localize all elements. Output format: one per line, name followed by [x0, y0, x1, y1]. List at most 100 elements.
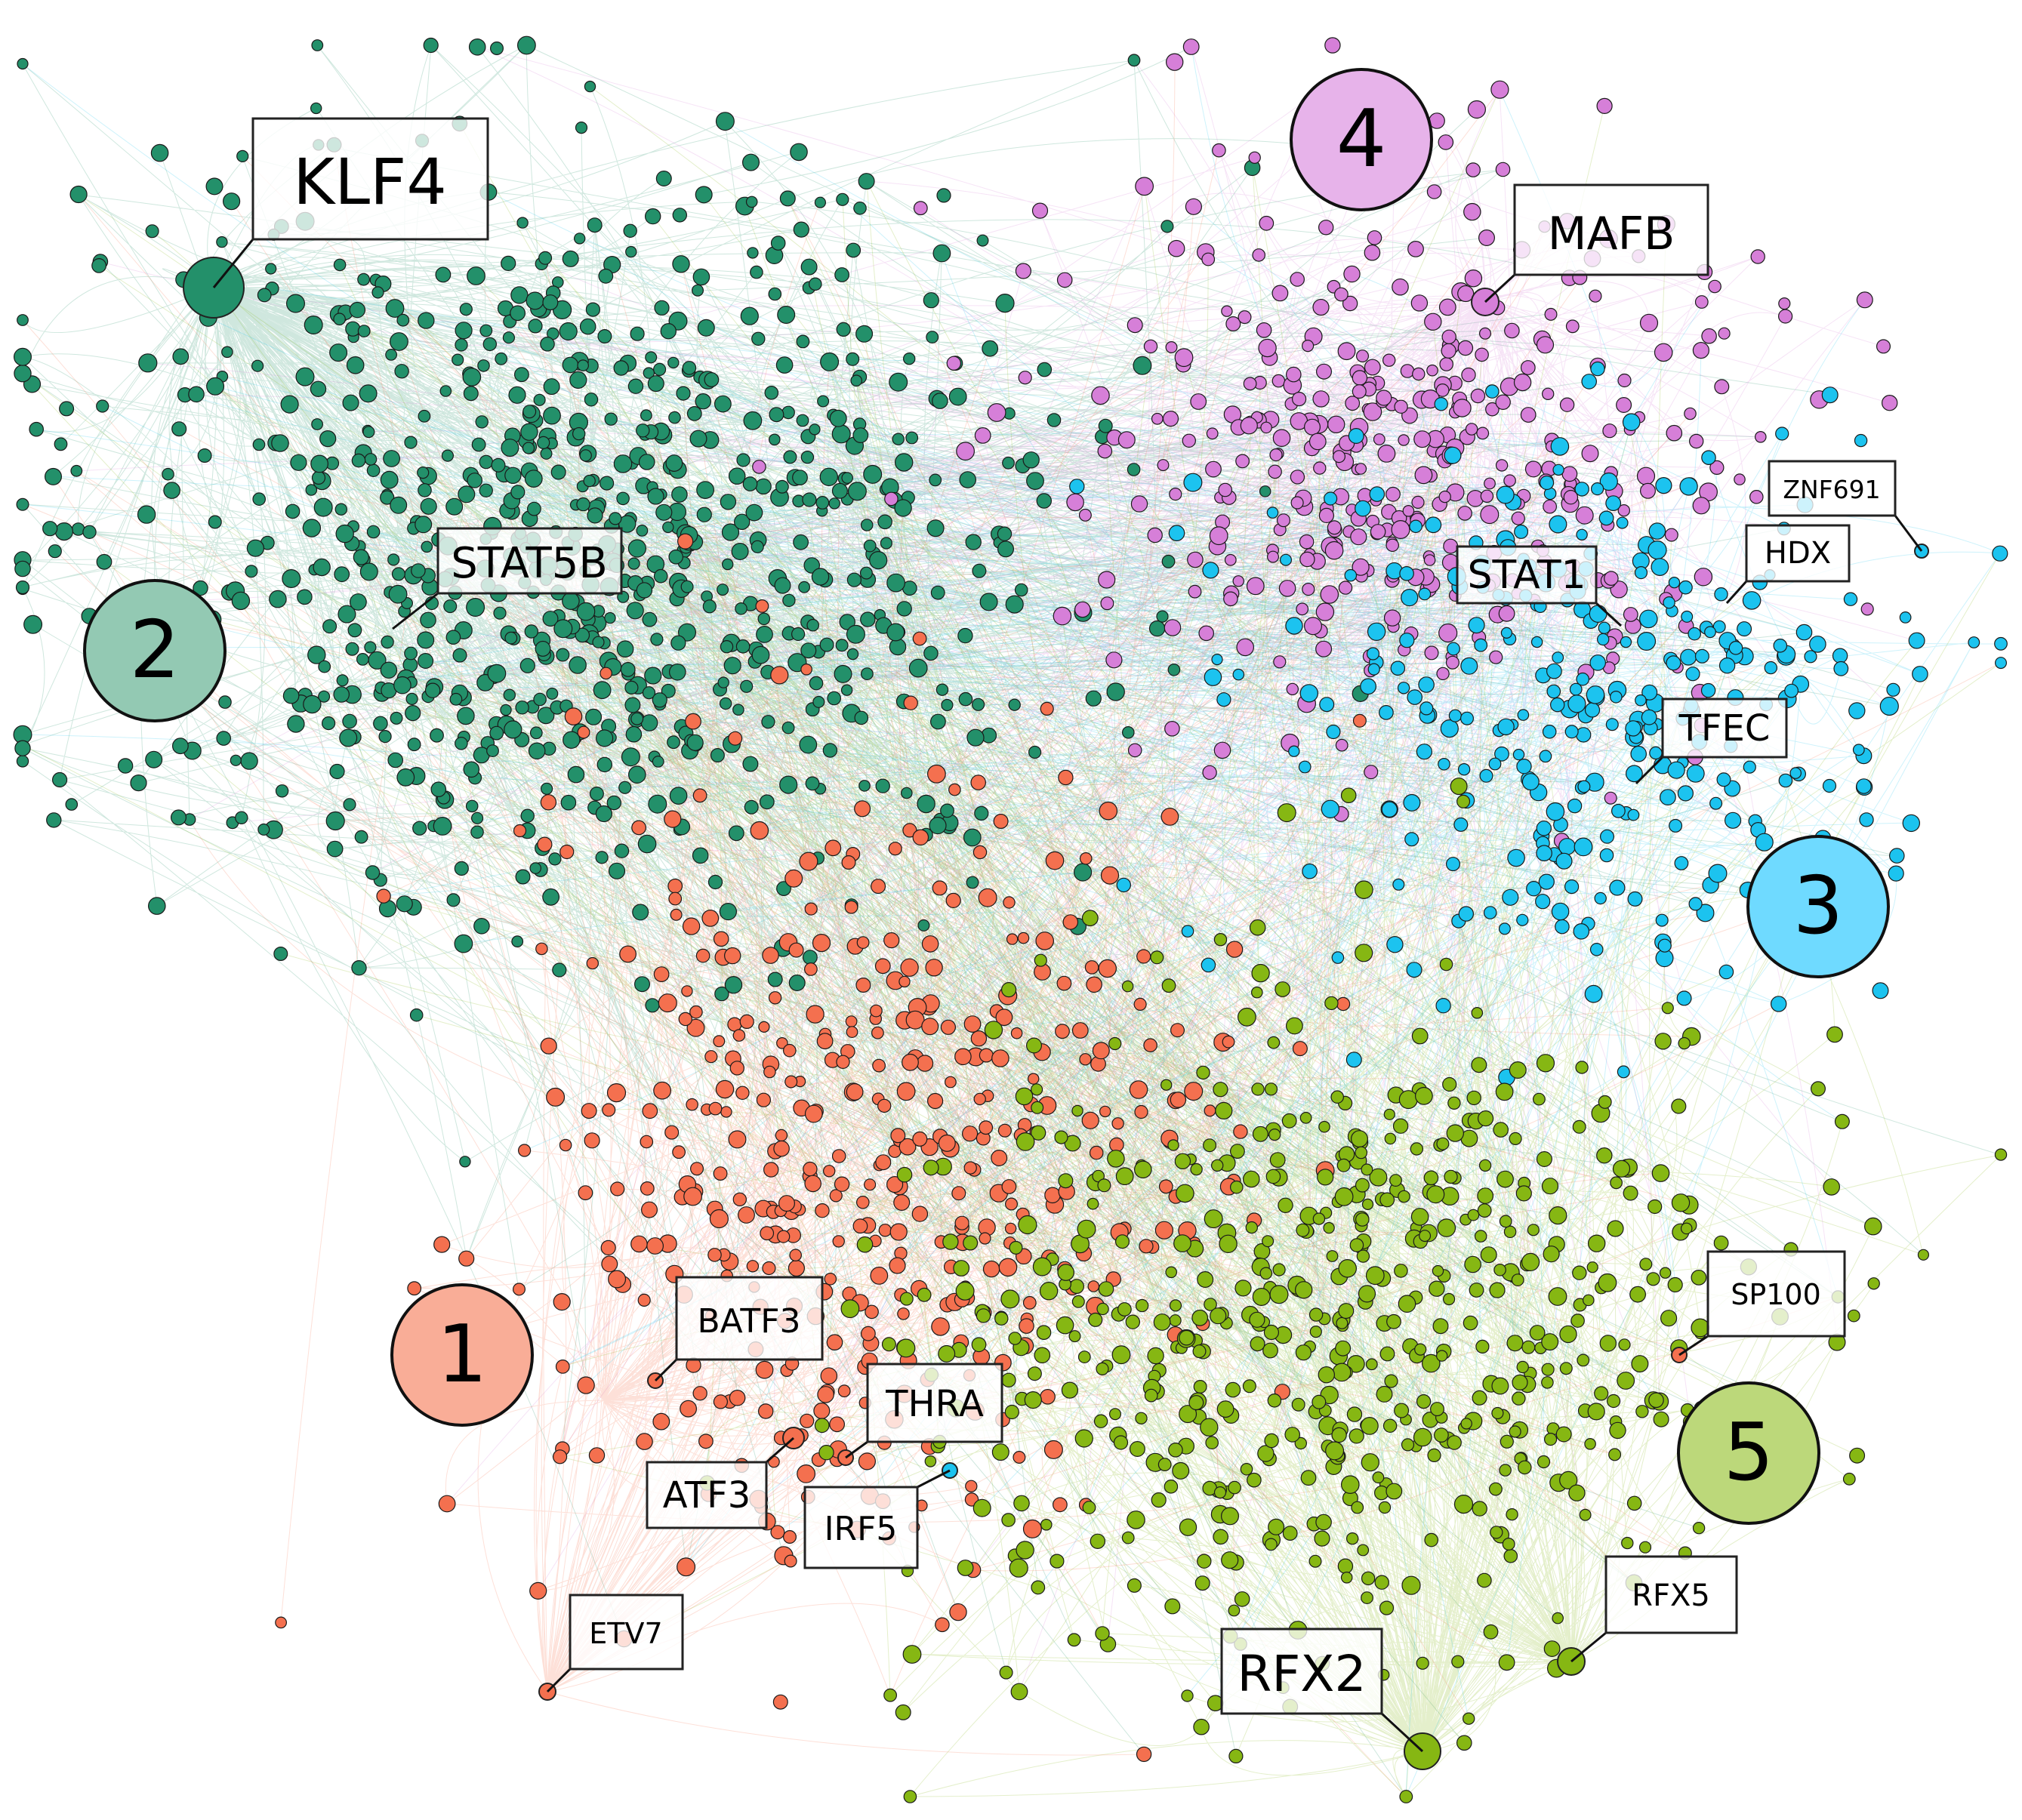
network-node [1457, 340, 1474, 356]
network-node [1113, 1435, 1129, 1450]
network-node [359, 562, 378, 581]
network-node [29, 421, 44, 437]
network-node [1908, 632, 1925, 649]
network-node [519, 657, 535, 673]
label-rfx5[interactable]: RFX5 [1570, 1555, 1738, 1663]
network-node [411, 563, 426, 578]
label-mafb-leader [1484, 273, 1516, 303]
network-node [840, 684, 853, 696]
network-node [883, 932, 900, 949]
network-node [1377, 445, 1396, 463]
label-thra[interactable]: THRA [845, 1363, 1003, 1459]
network-node [775, 356, 794, 374]
network-node [655, 504, 673, 521]
network-node [738, 1206, 755, 1224]
network-node [1218, 482, 1232, 497]
network-node [1194, 1575, 1210, 1591]
label-stat1[interactable]: STAT1 [1456, 545, 1623, 627]
network-node [334, 566, 350, 583]
network-node [1095, 1626, 1110, 1641]
label-batf3[interactable]: BATF3 [654, 1276, 824, 1382]
label-mafb[interactable]: MAFB [1484, 183, 1709, 303]
label-tfec[interactable]: TFEC [1635, 698, 1788, 785]
label-atf3[interactable]: ATF3 [646, 1437, 794, 1529]
network-node [1235, 454, 1250, 469]
network-node [846, 1026, 858, 1038]
network-node [643, 367, 655, 379]
network-node [665, 454, 683, 472]
network-node [1127, 1578, 1142, 1593]
network-node [1432, 1318, 1449, 1335]
network-node [1423, 1170, 1439, 1186]
label-etv7[interactable]: ETV7 [546, 1594, 684, 1693]
label-stat5b[interactable]: STAT5B [392, 527, 623, 630]
network-node [1418, 676, 1435, 693]
network-node [1144, 1388, 1158, 1403]
network-node [1018, 1215, 1037, 1235]
label-sp100[interactable]: SP100 [1678, 1250, 1846, 1357]
network-node [888, 842, 902, 856]
label-rfx2[interactable]: RFX2 [1220, 1628, 1424, 1753]
network-node [285, 504, 301, 519]
network-node [493, 606, 507, 620]
network-node [1036, 1325, 1052, 1340]
network-node [856, 1236, 874, 1253]
network-node [1584, 1438, 1596, 1450]
network-node [1599, 472, 1618, 491]
network-node [1444, 446, 1462, 464]
network-node [1773, 638, 1788, 653]
network-node [405, 704, 421, 722]
network-node [894, 499, 912, 517]
network-node [1015, 263, 1032, 279]
network-node [1105, 651, 1123, 669]
network-node [564, 707, 583, 725]
network-node [559, 844, 575, 860]
network-node [720, 1106, 732, 1118]
label-klf4[interactable]: KLF4 [212, 117, 489, 288]
cluster-badge-4: 4 [1290, 68, 1433, 211]
network-node [713, 1394, 729, 1409]
network-node [310, 454, 329, 473]
network-node [145, 224, 159, 239]
network-node [1181, 925, 1194, 938]
network-node [728, 825, 744, 842]
network-node [1273, 655, 1287, 669]
label-etv7-text: ETV7 [589, 1617, 662, 1650]
network-node [1054, 1130, 1068, 1144]
network-node [1251, 963, 1270, 983]
network-node [1019, 1318, 1034, 1334]
label-znf691[interactable]: ZNF691 [1768, 460, 1923, 552]
network-node [455, 736, 468, 750]
network-node [1589, 654, 1606, 671]
network-node [863, 464, 883, 484]
network-node [1639, 1258, 1653, 1271]
label-stat5b-text: STAT5B [451, 539, 608, 588]
network-node [587, 217, 603, 233]
network-node [846, 352, 860, 366]
network-node [326, 840, 344, 858]
network-node [318, 660, 331, 673]
network-node [1667, 1276, 1683, 1293]
network-node [1416, 1393, 1432, 1409]
network-node [575, 627, 590, 643]
network-node [932, 244, 951, 263]
network-node [636, 1433, 653, 1450]
label-hdx[interactable]: HDX [1725, 524, 1851, 605]
network-node [1197, 1554, 1212, 1569]
network-node [1337, 342, 1356, 361]
network-node [858, 1452, 877, 1470]
network-node [1325, 1441, 1345, 1461]
label-irf5[interactable]: IRF5 [803, 1469, 951, 1569]
network-node [820, 352, 840, 371]
network-node [691, 284, 704, 297]
network-node [357, 273, 371, 286]
network-node [1087, 1197, 1099, 1210]
network-node [863, 1178, 877, 1191]
network-node [926, 1092, 944, 1110]
network-node [941, 698, 954, 712]
network-node [1563, 490, 1579, 505]
network-node [516, 217, 529, 229]
network-node [1552, 463, 1564, 476]
network-node [782, 593, 796, 608]
network-node [1134, 1104, 1148, 1119]
